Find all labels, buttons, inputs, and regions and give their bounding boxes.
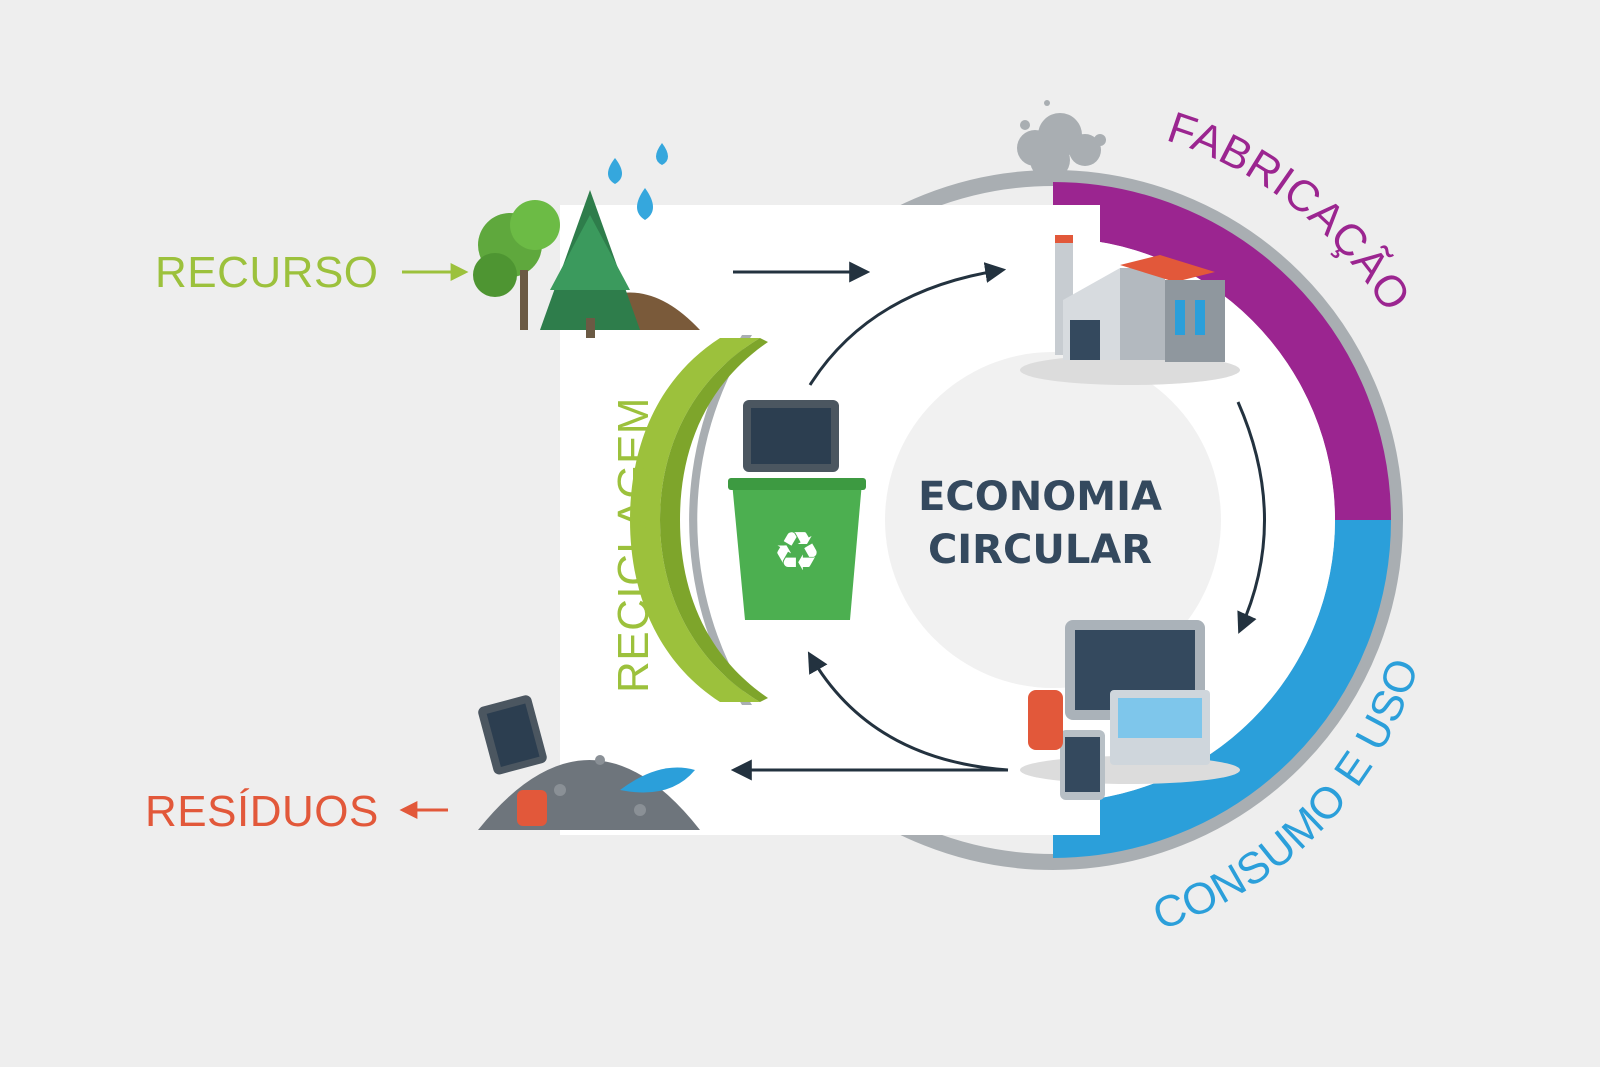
water-drops-icon (608, 143, 668, 220)
recycle-symbol: ♻ (773, 520, 821, 583)
recurso-label: RECURSO (155, 248, 379, 297)
reciclagem-label: RECICLAGEM (609, 397, 658, 693)
arrow-to-factory (808, 262, 1007, 386)
center-title-line2: CIRCULAR (928, 527, 1152, 573)
arrow-to-consumption (1236, 401, 1266, 634)
factory-icon (1020, 235, 1240, 385)
arrow-to-recycling (807, 651, 1009, 772)
reciclagem-band-outline (689, 335, 752, 705)
devices-icon (1020, 620, 1240, 800)
residuos-label: RESÍDUOS (145, 787, 379, 836)
center-title-line1: ECONOMIA (918, 474, 1162, 520)
trees-icon (473, 190, 700, 338)
inner-circle (885, 352, 1221, 688)
smoke-icon (1017, 100, 1106, 180)
recycle-bin-icon: ♻ (728, 400, 866, 620)
reciclagem-band (630, 338, 760, 702)
waste-pile-icon (478, 695, 700, 830)
